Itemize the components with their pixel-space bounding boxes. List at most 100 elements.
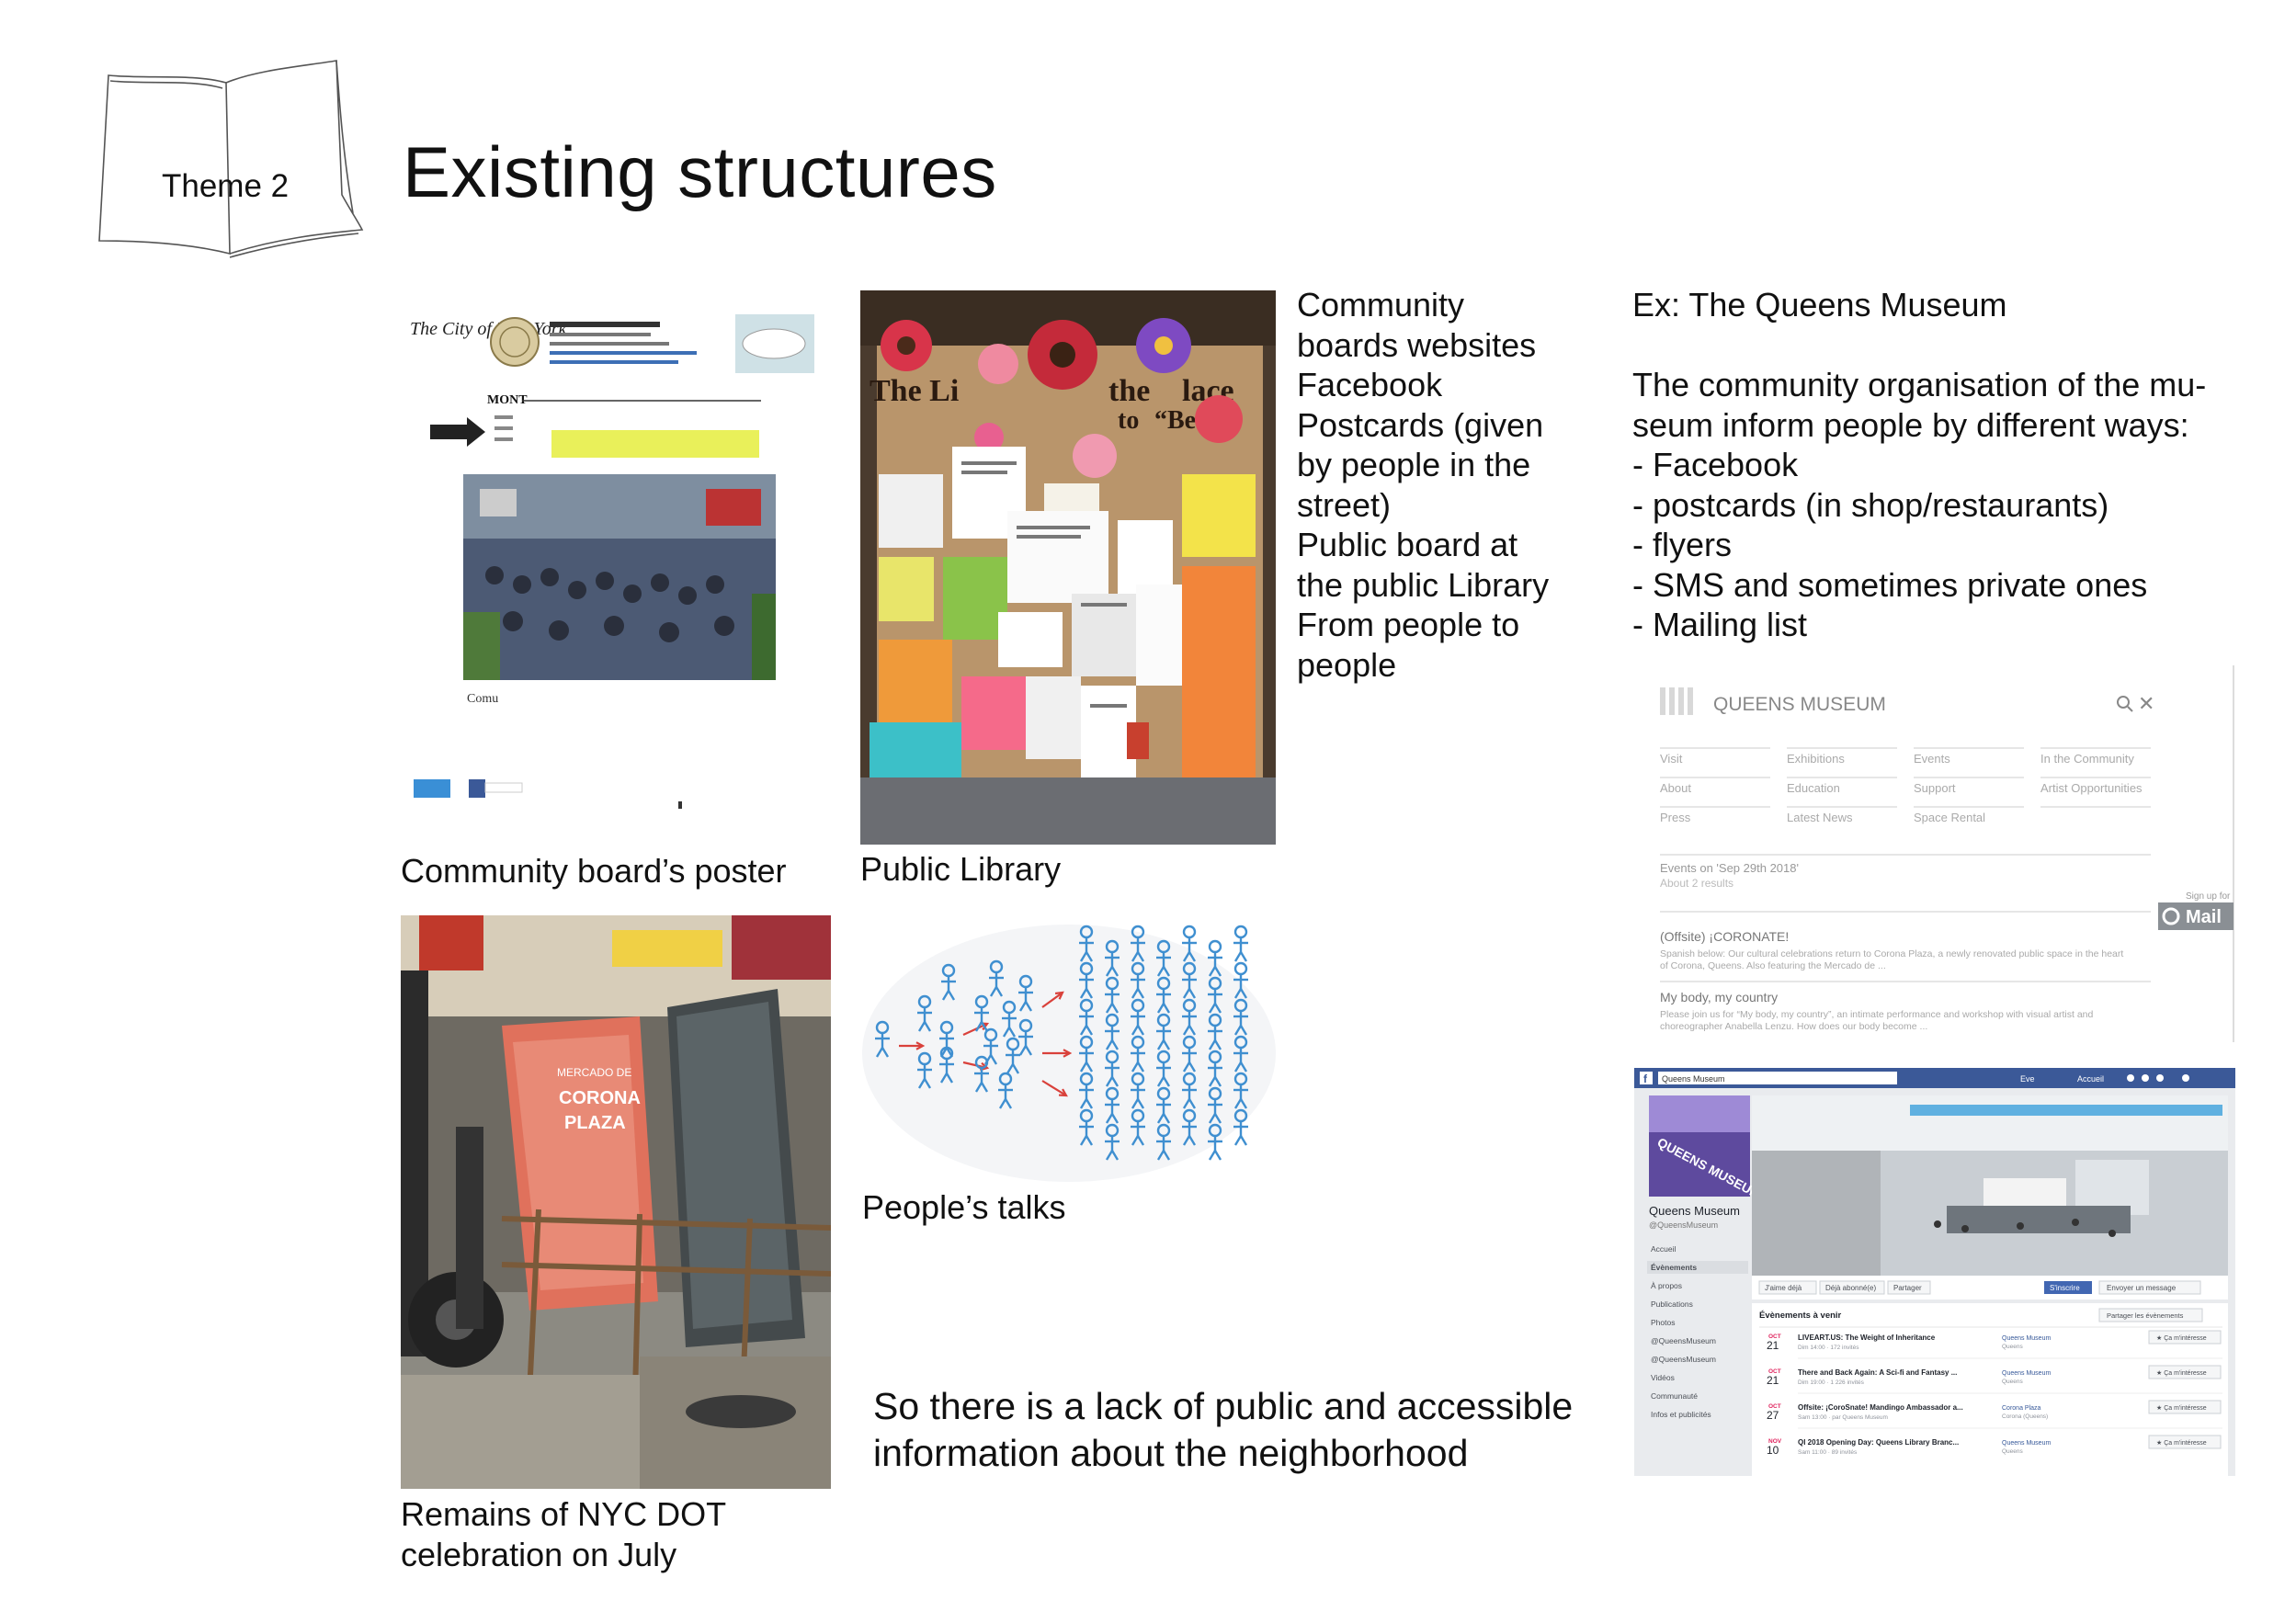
fb-event-place-sub: Queens: [2002, 1379, 2024, 1385]
person-figure: [1105, 1123, 1120, 1161]
museum-channel-item: - Mailing list: [1632, 606, 1808, 643]
museum-channel-item: - SMS and sometimes private ones: [1632, 565, 2148, 604]
museum-channel-item: - flyers: [1632, 526, 1732, 563]
fb-menu-item: À propos: [1651, 1281, 1682, 1290]
person-figure: [989, 959, 1004, 997]
fb-event-sub: Dim 14:00 · 172 invités: [1798, 1345, 1859, 1351]
person-figure: [1079, 1108, 1094, 1146]
fb-event-title: There and Back Again: A Sci-fi and Fanta…: [1798, 1368, 1957, 1377]
fb-interested-button[interactable]: [2148, 1330, 2222, 1345]
svg-text:f: f: [1643, 1073, 1648, 1085]
person-figure: [1079, 925, 1094, 962]
talk-arrow: [1041, 1080, 1068, 1097]
library-caption: Public Library: [860, 850, 1062, 888]
website-event1-desc: Spanish below: Our cultural celebrations…: [1660, 948, 2123, 959]
fb-event-title: Offsite: ¡CoroSnate! Mandingo Ambassador…: [1798, 1403, 1963, 1412]
fb-handle: @QueensMuseum: [1649, 1220, 1718, 1230]
page-title: Existing structures: [403, 131, 997, 212]
poster-crowd-label: Comu: [467, 692, 498, 706]
person-figure: [1006, 1037, 1020, 1074]
person-figure: [1131, 961, 1145, 999]
channel-line: people: [1297, 645, 1397, 684]
fb-interested-label: ★ Ça m'intéresse: [2156, 1439, 2207, 1447]
website-brand: QUEENS MUSEUM: [1713, 694, 1886, 715]
website-event2-title: My body, my country: [1660, 990, 1778, 1004]
fb-interested-button[interactable]: [2148, 1400, 2222, 1414]
person-figure: [941, 963, 956, 1001]
queens-museum-website-screenshot: QUEENS MUSEUM ✕ Visit Exhibitions Events…: [1634, 665, 2235, 1042]
person-figure: [917, 1051, 932, 1089]
person-figure: [998, 1072, 1013, 1109]
fb-event-place-sub: Queens: [2002, 1448, 2024, 1455]
website-nav-item: In the Community: [2040, 752, 2134, 766]
fb-menu-item: Publications: [1651, 1300, 1693, 1309]
person-figure: [1156, 1050, 1171, 1087]
talk-arrow: [899, 1041, 926, 1050]
channel-line: the public Library: [1297, 565, 1550, 604]
fb-event-day: 21: [1767, 1374, 1779, 1387]
fb-event-day: 21: [1767, 1339, 1779, 1352]
fb-event-sub: Sam 13:00 · par Queens Museum: [1798, 1414, 1888, 1421]
website-event1-desc: of Corona, Queens. Also featuring the Me…: [1660, 960, 1886, 971]
fb-action: J'aime déjà: [1765, 1284, 1802, 1292]
website-event1-title: (Offsite) ¡CORONATE!: [1660, 929, 1789, 944]
museum-channel-item: - Facebook: [1632, 446, 1799, 483]
person-figure: [1208, 1086, 1222, 1124]
person-figure: [1233, 961, 1248, 999]
library-banner-mid: the: [1108, 374, 1150, 408]
fb-interested-button[interactable]: [2148, 1435, 2222, 1449]
website-nav-item: Space Rental: [1914, 811, 1985, 824]
person-figure: [974, 994, 989, 1032]
fb-menu-item: @QueensMuseum: [1651, 1336, 1716, 1345]
person-figure: [1156, 1123, 1171, 1161]
person-figure: [1131, 925, 1145, 962]
conclusion-text: So there is a lack of public and accessi…: [873, 1383, 1608, 1477]
fb-events-heading: Évènements à venir: [1759, 1311, 1842, 1321]
fb-menu-item: Communauté: [1651, 1391, 1698, 1401]
fb-menu-item: Évènements: [1651, 1263, 1697, 1272]
website-event2-desc: Please join us for “My body, my country”…: [1660, 1009, 2094, 1020]
person-figure: [1105, 1086, 1120, 1124]
website-nav-item: Support: [1914, 781, 1956, 795]
person-figure: [1079, 961, 1094, 999]
person-figure: [1079, 1072, 1094, 1109]
person-figure: [1105, 976, 1120, 1014]
museum-channel-item: - postcards (in shop/restaurants): [1632, 485, 2109, 524]
talk-arrow: [1042, 1049, 1073, 1058]
person-figure: [1233, 1072, 1248, 1109]
queens-museum-text: Ex: The Queens Museum The community orga…: [1632, 285, 2239, 645]
website-nav-item: Visit: [1660, 752, 1683, 766]
website-mail: Mail: [2186, 907, 2222, 927]
person-figure: [1182, 961, 1197, 999]
fb-interested-label: ★ Ça m'intéresse: [2156, 1404, 2207, 1412]
talk-arrow: [1041, 991, 1064, 1008]
person-figure: [1002, 1000, 1017, 1038]
person-figure: [1182, 1072, 1197, 1109]
fb-event-month: NOV: [1768, 1438, 1782, 1445]
theme-book-icon: [92, 57, 368, 261]
person-figure: [1079, 998, 1094, 1036]
person-figure: [1233, 925, 1248, 962]
conclusion-line: So there is a lack of public and accessi…: [873, 1385, 1574, 1427]
fb-event-place-sub: Corona (Queens): [2002, 1413, 2048, 1420]
person-figure: [1156, 1013, 1171, 1050]
person-figure: [1182, 1035, 1197, 1073]
person-figure: [1233, 1108, 1248, 1146]
person-figure: [1208, 939, 1222, 977]
fb-interested-button[interactable]: [2148, 1365, 2222, 1379]
person-figure: [1079, 1035, 1094, 1073]
website-nav-item: Exhibitions: [1787, 752, 1845, 766]
person-figure: [1182, 1108, 1197, 1146]
fb-event-place: Queens Museum: [2002, 1335, 2051, 1342]
museum-intro-line: The community organisation of the mu-: [1632, 366, 2207, 403]
dot-caption-line: Remains of NYC DOT: [401, 1495, 727, 1533]
fb-event-place-sub: Queens: [2002, 1344, 2024, 1350]
fb-user: Eve: [2020, 1074, 2035, 1084]
channels-list: Community boards websites Facebook Postc…: [1297, 285, 1563, 685]
website-nav-item: Artist Opportunities: [2040, 781, 2143, 795]
person-figure: [1233, 998, 1248, 1036]
website-nav-item: About: [1660, 781, 1691, 795]
fb-interested-label: ★ Ça m'intéresse: [2156, 1334, 2207, 1342]
talks-caption: People’s talks: [862, 1188, 1066, 1226]
fb-menu-item: Vidéos: [1651, 1373, 1675, 1382]
